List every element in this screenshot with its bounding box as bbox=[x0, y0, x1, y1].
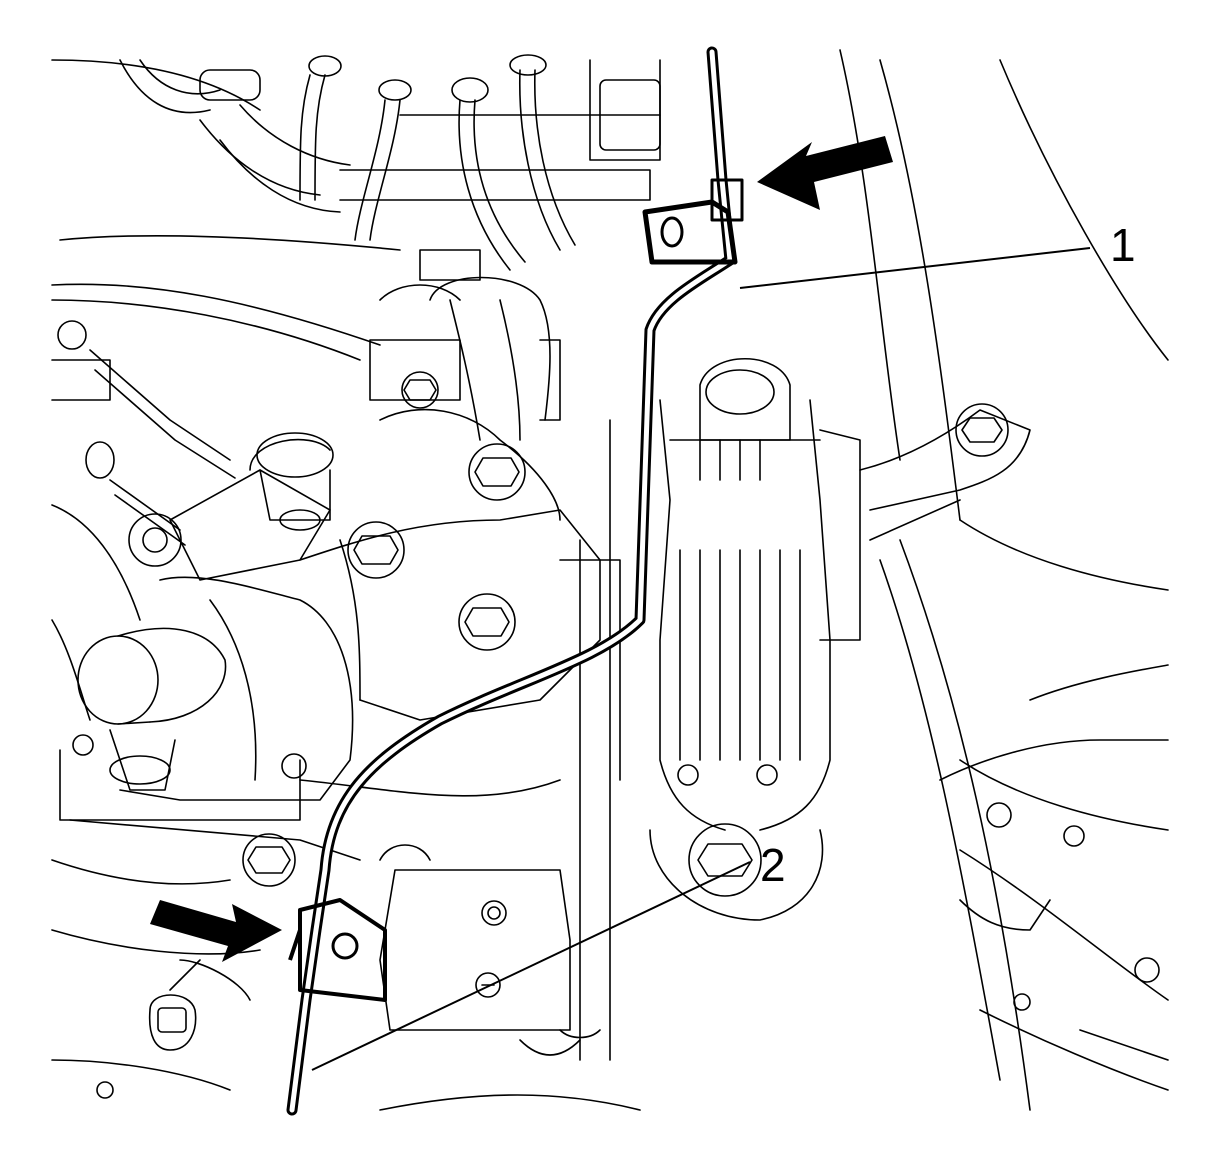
oil-filter bbox=[77, 627, 227, 791]
callout-1-label: 1 bbox=[1110, 219, 1136, 271]
bolt-3 bbox=[458, 593, 516, 651]
connector bbox=[148, 959, 251, 1051]
bolt-1 bbox=[468, 443, 526, 501]
leader-line-2 bbox=[311, 861, 751, 1071]
shift-mechanism bbox=[51, 320, 334, 581]
bolt-5 bbox=[688, 823, 762, 897]
bolt-2 bbox=[347, 521, 405, 579]
bolts bbox=[72, 371, 1009, 1099]
leader-lines bbox=[311, 247, 1091, 1071]
transmission-case bbox=[59, 249, 621, 1061]
brake-line bbox=[286, 46, 736, 1116]
arrow-lower bbox=[150, 900, 282, 962]
body-panel bbox=[939, 739, 1169, 1061]
bolt-4 bbox=[242, 833, 296, 887]
engine-mount bbox=[649, 357, 1031, 921]
leader-line-1 bbox=[739, 247, 1091, 289]
bolt-7 bbox=[401, 371, 439, 409]
callout-2-label: 2 bbox=[760, 839, 786, 891]
bolt-6 bbox=[955, 403, 1009, 457]
lower-line-clip bbox=[288, 898, 387, 1002]
background-contours bbox=[51, 49, 1169, 1111]
lower-bracket-plate bbox=[379, 844, 601, 1056]
arrow-upper bbox=[757, 136, 893, 210]
upper-hoses bbox=[119, 54, 661, 271]
upper-line-clip bbox=[642, 178, 744, 265]
arrows bbox=[150, 136, 893, 962]
